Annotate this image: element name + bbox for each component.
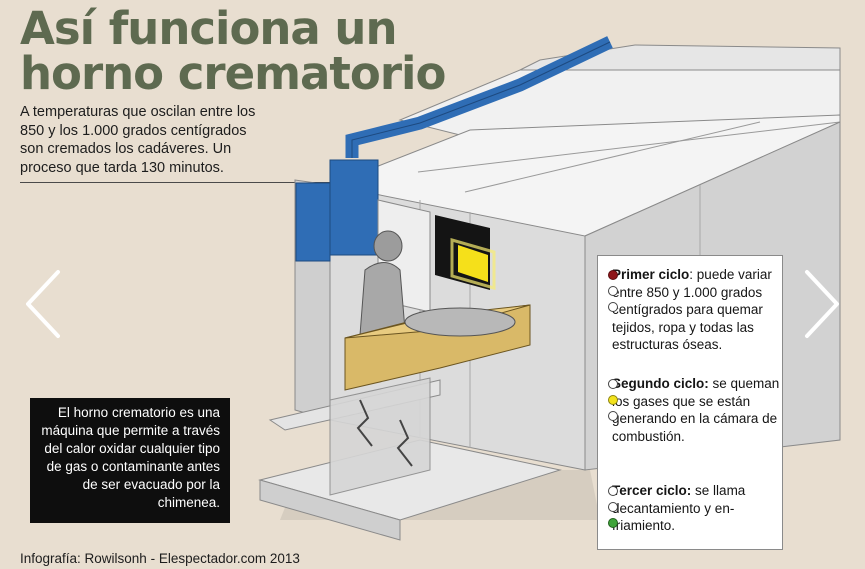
chevron-right-icon [805, 270, 839, 338]
cycle-3-empty-dot-icon [608, 502, 618, 512]
page-title: Así funciona un horno crematorio [20, 2, 446, 100]
credit-text: Infografía: Rowilsonh - Elespectador.com… [20, 551, 300, 566]
cycle-2-yellow-dot-icon [608, 395, 618, 405]
cycle-2-name: Segundo ciclo: [612, 376, 709, 391]
note-text: El horno crematorio es una máquina que p… [41, 405, 220, 510]
title-line-1: Así funciona un [20, 2, 398, 55]
cycle-3-name: Tercer ciclo: [612, 483, 692, 498]
cycle-2-text: se queman los gases que se están generan… [612, 376, 780, 444]
cycle-2: Segundo ciclo: se queman los gases que s… [608, 375, 780, 445]
intro-divider [20, 182, 380, 183]
previous-slide-button[interactable] [22, 268, 62, 340]
cycles-panel: Primer ciclo: puede variar entre 850 y 1… [597, 255, 783, 550]
next-slide-button[interactable] [803, 268, 843, 340]
cycle-1-text: : puede variar entre 850 y 1.000 grados … [612, 267, 772, 352]
chevron-left-icon [26, 270, 60, 338]
intro-text: A temperaturas que oscilan entre los 850… [20, 104, 256, 176]
cycle-1-name: Primer ciclo [612, 267, 690, 282]
cycle-3-empty-dot-icon [608, 486, 618, 496]
cycle-3-green-dot-icon [608, 518, 618, 528]
title-line-2: horno crematorio [20, 47, 446, 100]
cycle-2-empty-dot-icon [608, 379, 618, 389]
cycle-1-empty-dot-icon [608, 286, 618, 296]
cycle-1-red-dot-icon [608, 270, 618, 280]
cycle-3: Tercer ciclo: se llama decantamiento y e… [608, 482, 780, 535]
cycle-2-empty-dot-icon [608, 411, 618, 421]
cycle-1-empty-dot-icon [608, 302, 618, 312]
cycle-3-text: se llama decantamiento y en- friamiento. [612, 483, 746, 533]
note-box: El horno crematorio es una máquina que p… [30, 398, 230, 523]
cycle-1: Primer ciclo: puede variar entre 850 y 1… [608, 266, 780, 354]
